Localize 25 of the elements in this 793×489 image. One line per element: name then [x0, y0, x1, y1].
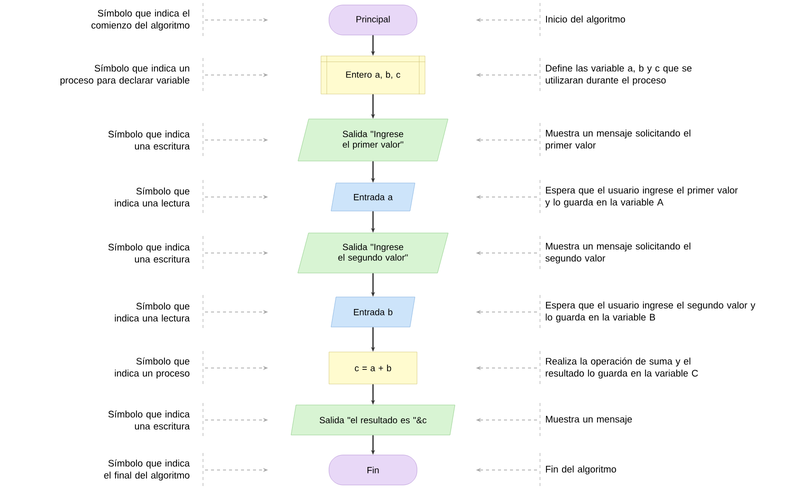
input-parallelogram: Entrada a	[330, 182, 416, 212]
annotation-text: Muestra un mensaje solicitando el segundo valor	[545, 242, 690, 264]
output-parallelogram: Salida "el resultado es "&c	[290, 404, 456, 436]
annotation-text: Símbolo que indica una lectura	[114, 187, 190, 207]
annotation-text: Espera que el usuario ingrese el primer valor y lo guarda en la variable A	[545, 186, 738, 208]
annotation-text: Símbolo que indica una escritura	[108, 243, 190, 263]
annotation-text: Fin del algoritmo	[546, 466, 616, 474]
declaration-box: Entero a, b, c	[320, 56, 426, 94]
process-box: c = a + b	[328, 352, 418, 384]
output-parallelogram: Salida "Ingrese el segundo valor"	[298, 232, 448, 274]
output-parallelogram: Salida "Ingrese el primer valor"	[298, 118, 448, 162]
annotation-text: Símbolo que indica una escritura	[108, 130, 190, 150]
annotation-text: Símbolo que indica una lectura	[114, 302, 190, 322]
input-parallelogram: Entrada b	[330, 296, 416, 328]
annotation-text: Muestra un mensaje solicitando el primer valor	[546, 130, 690, 150]
annotation-text: Espera que el usuario ingrese el segundo valor y lo guarda en la variable B	[546, 302, 756, 322]
annotation-text: Muestra un mensaje	[546, 416, 632, 424]
annotation-text: Símbolo que indica un proceso	[114, 358, 190, 378]
annotation-text: Define las variable a, b y c que se utilizaran durante el proceso	[546, 64, 692, 86]
annotation-text: Símbolo que indica un proceso para declarar variable	[60, 64, 190, 86]
annotation-text: Inicio del algoritmo	[546, 16, 626, 24]
annotation-text: Realiza la operación de suma y el resultado lo guarda en la variable C	[546, 358, 698, 378]
annotation-text: Símbolo que indica el final del algoritmo	[104, 460, 190, 480]
annotation-text: Símbolo que indica el comienzo del algoritmo	[91, 10, 190, 30]
annotation-text: Símbolo que indica una escritura	[108, 410, 190, 430]
